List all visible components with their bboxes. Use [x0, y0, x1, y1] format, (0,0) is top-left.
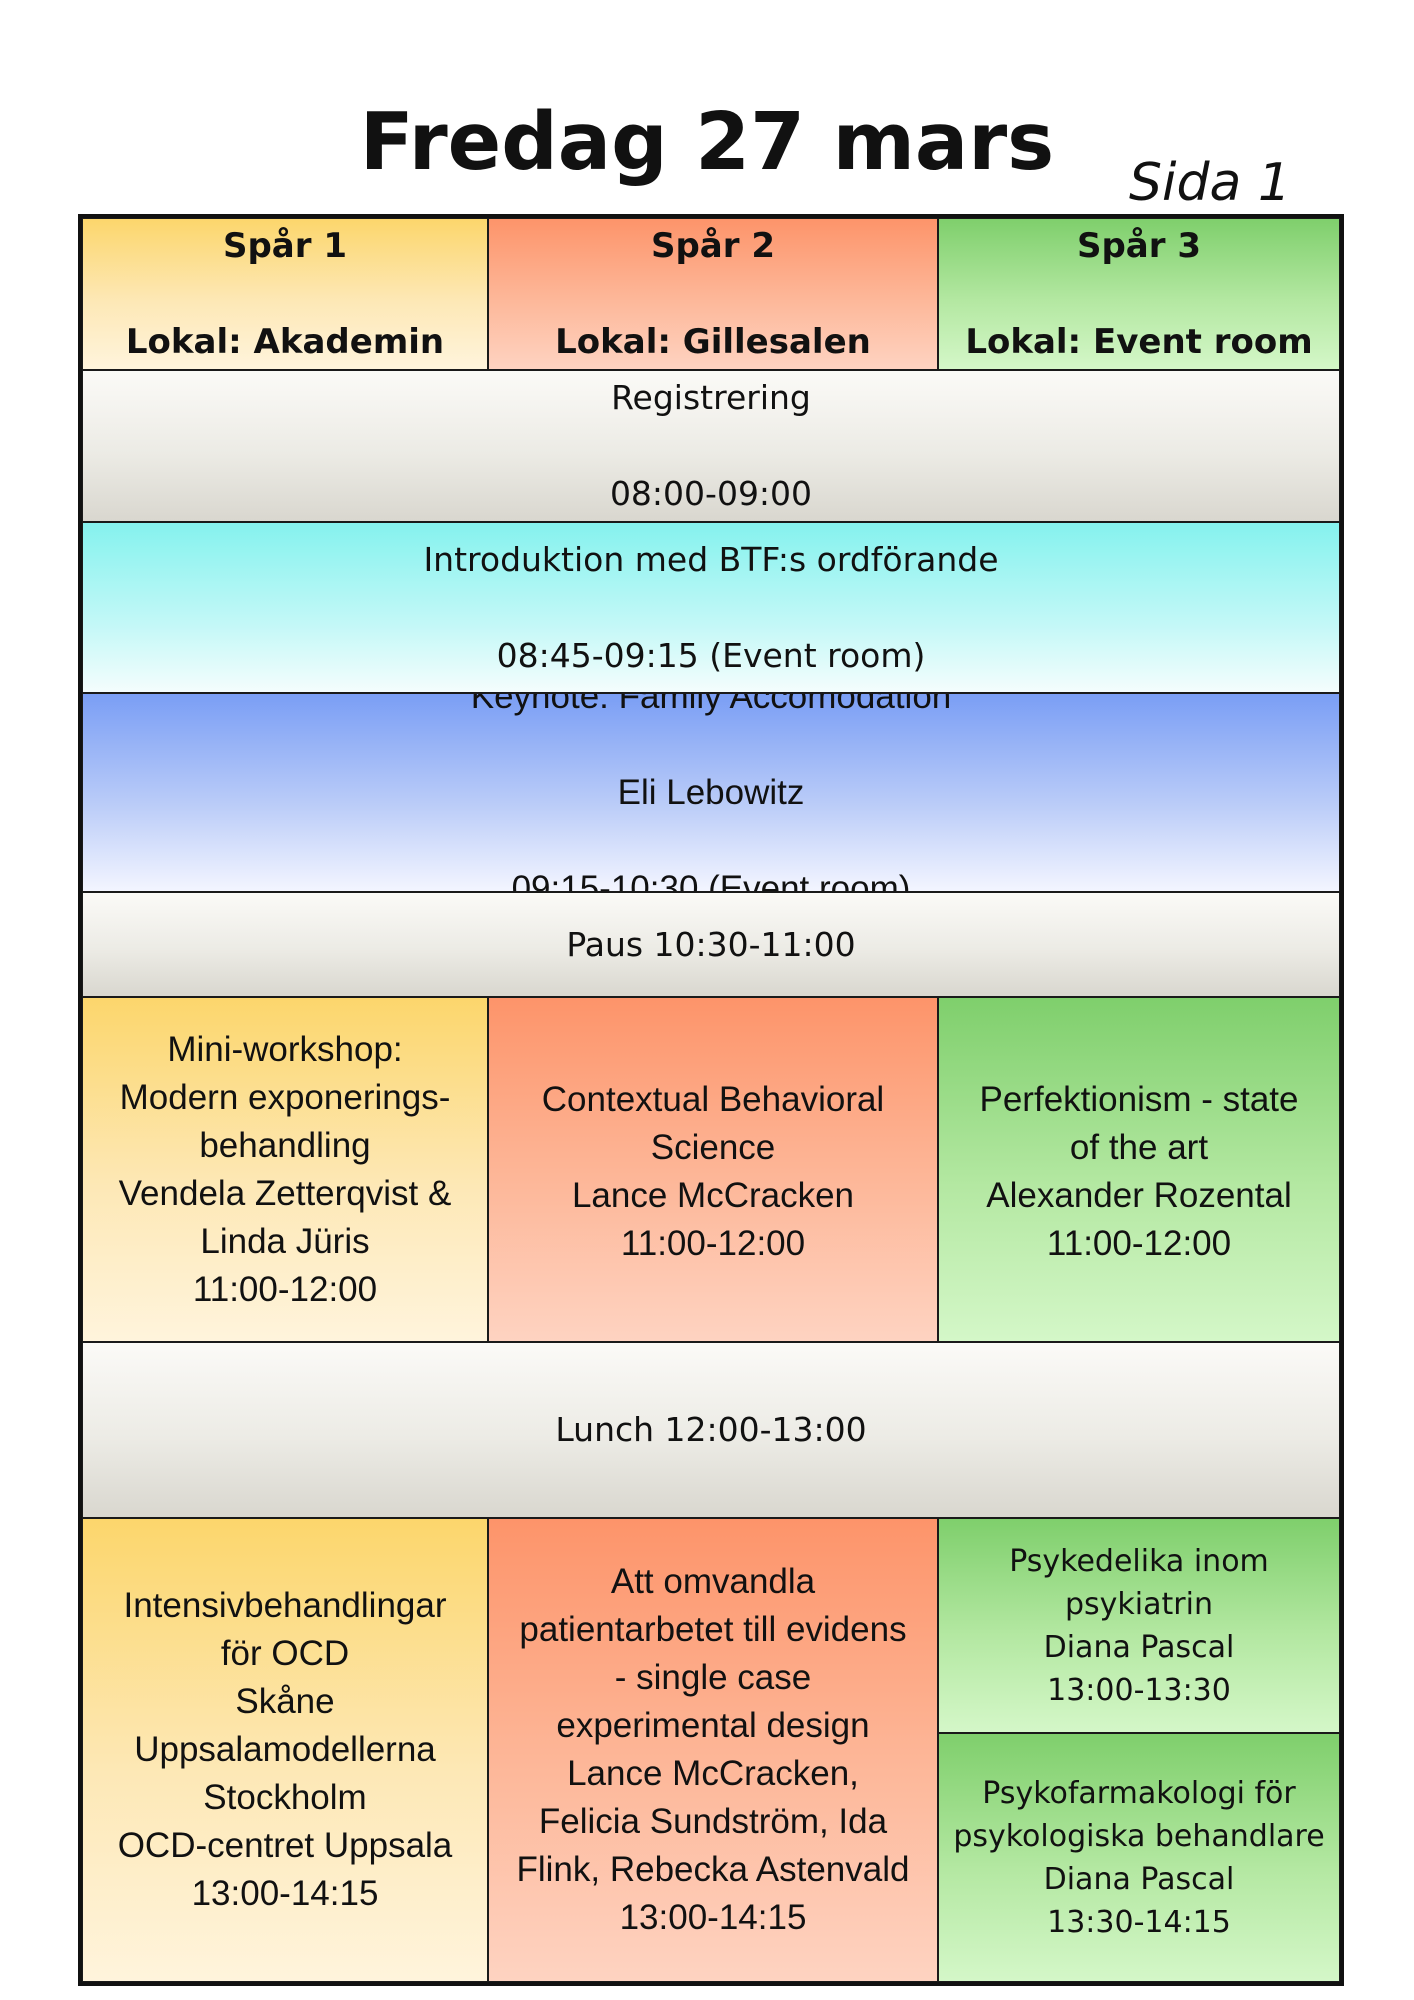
keynote-row: Keynote: Family Accomodation Eli Lebowit…	[82, 693, 1340, 892]
schedule-table: Spår 1 Lokal: Akademin Spår 2 Lokal: Gil…	[78, 214, 1344, 1986]
session-text: Contextual Behavioral Science Lance McCr…	[541, 1080, 885, 1263]
introduction-time: 08:45-09:15 (Event room)	[496, 635, 926, 675]
track-3-header: Spår 3 Lokal: Event room	[938, 218, 1340, 370]
keynote-title: Keynote: Family Accomodation	[470, 693, 952, 716]
session-track-1-morning: Mini-workshop: Modern exponerings- behan…	[82, 997, 488, 1342]
registration-row: Registrering 08:00-09:00	[82, 370, 1340, 522]
session-track-1-afternoon: Intensivbehandlingar för OCD Skåne Uppsa…	[82, 1518, 488, 1982]
session-track-3-afternoon-2: Psykofarmakologi för psykologiska behand…	[938, 1733, 1340, 1982]
lunch-text: Lunch 12:00-13:00	[555, 1410, 867, 1449]
track-2-name: Spår 2	[650, 226, 775, 266]
break-row: Paus 10:30-11:00	[82, 892, 1340, 997]
track-2-header: Spår 2 Lokal: Gillesalen	[488, 218, 938, 370]
page-number: Sida 1	[1129, 153, 1291, 213]
keynote-time: 09:15-10:30 (Event room)	[511, 868, 911, 892]
introduction-row: Introduktion med BTF:s ordförande 08:45-…	[82, 522, 1340, 693]
track-1-header: Spår 1 Lokal: Akademin	[82, 218, 488, 370]
introduction-title: Introduktion med BTF:s ordförande	[423, 539, 999, 579]
session-track-2-afternoon: Att omvandla patientarbetet till evidens…	[488, 1518, 938, 1982]
lunch-row: Lunch 12:00-13:00	[82, 1342, 1340, 1518]
session-text: Psykedelika inom psykiatrin Diana Pascal…	[1009, 1543, 1269, 1708]
track-2-room: Lokal: Gillesalen	[555, 322, 871, 362]
break-text: Paus 10:30-11:00	[566, 924, 856, 964]
keynote-speaker: Eli Lebowitz	[617, 772, 805, 812]
session-text: Intensivbehandlingar för OCD Skåne Uppsa…	[117, 1586, 453, 1913]
registration-time: 08:00-09:00	[609, 474, 813, 513]
track-1-name: Spår 1	[222, 226, 348, 266]
registration-title: Registrering	[611, 378, 811, 417]
track-3-name: Spår 3	[1076, 226, 1201, 266]
track-1-room: Lokal: Akademin	[125, 322, 445, 362]
session-text: Psykofarmakologi för psykologiska behand…	[953, 1775, 1325, 1940]
session-track-3-morning: Perfektionism - state of the art Alexand…	[938, 997, 1340, 1342]
session-track-3-afternoon-1: Psykedelika inom psykiatrin Diana Pascal…	[938, 1518, 1340, 1733]
page-title: Fredag 27 mars	[359, 96, 1055, 188]
session-track-2-morning: Contextual Behavioral Science Lance McCr…	[488, 997, 938, 1342]
session-text: Att omvandla patientarbetet till evidens…	[516, 1562, 910, 1937]
session-text: Mini-workshop: Modern exponerings- behan…	[118, 1029, 452, 1309]
session-text: Perfektionism - state of the art Alexand…	[979, 1080, 1299, 1263]
track-3-room: Lokal: Event room	[965, 322, 1313, 362]
